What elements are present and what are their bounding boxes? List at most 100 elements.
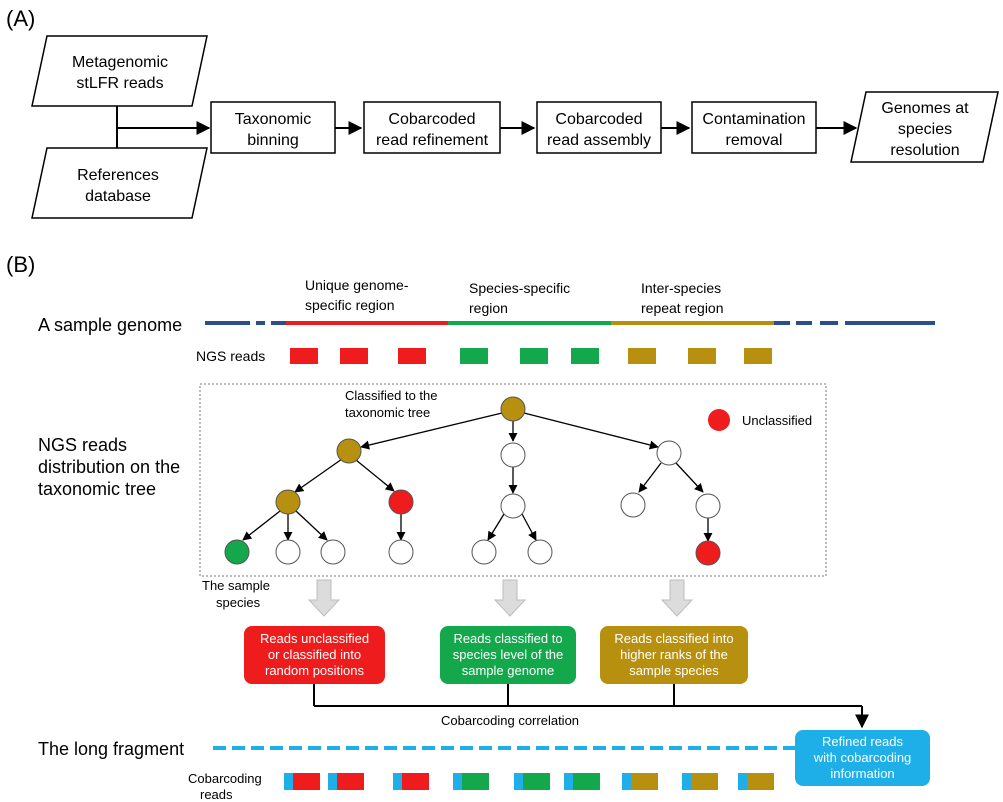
cobarcoding-connector	[313, 684, 869, 729]
ngs-read-gold	[688, 348, 716, 364]
box-green-line3: sample genome	[462, 663, 555, 678]
refined-reads-box	[795, 730, 930, 786]
box-green-line2: species level of the	[453, 647, 564, 662]
ngs-read-green	[520, 348, 548, 364]
sample-genome-label: A sample genome	[38, 315, 182, 335]
tree-node-empty	[471, 539, 497, 565]
panel-a-label: (A)	[6, 6, 35, 31]
tree-nodes	[224, 396, 721, 566]
box-species-level-reads	[440, 626, 576, 684]
cobarcoding-read-green	[573, 773, 600, 790]
ngs-reads-label: NGS reads	[196, 348, 265, 364]
region-unique-line2: specific region	[305, 297, 395, 313]
box-gold-line2: higher ranks of the	[620, 647, 728, 662]
sample-species-line2: species	[216, 595, 261, 610]
ngs-reads-track	[290, 348, 772, 364]
box-unclassified-reads	[244, 626, 385, 684]
box-gold-line3: sample species	[629, 663, 719, 678]
ngs-read-gold	[744, 348, 772, 364]
tree-node-empty	[320, 539, 346, 565]
refined-box-line1: Refined reads	[822, 734, 903, 749]
down-arrow-red	[307, 579, 341, 617]
tree-node-root	[500, 396, 526, 422]
tree-node-empty	[500, 493, 526, 519]
tree-edges	[242, 412, 713, 542]
cobarcoding-reads-line1: Cobarcoding	[188, 771, 262, 786]
region-species-line2: region	[469, 300, 508, 316]
refined-box-line2: with cobarcoding	[813, 750, 912, 765]
region-repeat-line1: Inter-species	[641, 280, 721, 296]
down-arrows	[307, 579, 694, 617]
classified-note-line1: Classified to the	[345, 388, 438, 403]
output-line2: species	[898, 121, 952, 138]
ngs-read-red	[398, 348, 426, 364]
box-red-line1: Reads unclassified	[260, 631, 369, 646]
tree-node-empty	[388, 539, 414, 565]
panel-b-label: (B)	[6, 252, 35, 277]
cobarcoding-read-red	[337, 773, 364, 790]
cobarcoding-read-gold	[747, 773, 774, 790]
cobarcoding-reads-line2: reads	[200, 787, 233, 802]
region-unique-line1: Unique genome-	[305, 277, 409, 293]
input-metagenomic-line1: Metagenomic	[72, 54, 168, 71]
tree-node-gold	[336, 438, 362, 464]
tree-node-green	[224, 539, 250, 565]
cobarcoding-reads-track	[284, 773, 774, 790]
output-line3: resolution	[890, 142, 959, 159]
unclassified-legend-label: Unclassified	[742, 413, 812, 428]
input-references-database	[31, 147, 208, 219]
ngs-read-gold	[628, 348, 656, 364]
input-metagenomic-line2: stLFR reads	[76, 75, 163, 92]
box-green-line1: Reads classified to	[453, 631, 562, 646]
step2-line2: read refinement	[376, 132, 489, 149]
step3-line2: read assembly	[547, 132, 651, 149]
cobarcoding-read-red	[402, 773, 429, 790]
tree-node-red	[695, 540, 721, 566]
region-species-line1: Species-specific	[469, 280, 570, 296]
step-taxonomic-binning	[210, 101, 336, 154]
tree-node-red	[388, 489, 414, 515]
step2-line1: Cobarcoded	[388, 111, 475, 128]
box-gold-line1: Reads classified into	[614, 631, 733, 646]
cobarcoding-read-gold	[691, 773, 718, 790]
output-genomes	[850, 91, 999, 163]
box-red-line2: or classified into	[268, 647, 361, 662]
ngs-read-green	[571, 348, 599, 364]
region-repeat-line2: repeat region	[641, 300, 724, 316]
step4-line1: Contamination	[702, 111, 805, 128]
tree-node-empty	[500, 442, 526, 468]
refined-box-line3: information	[830, 766, 894, 781]
sample-species-line1: The sample	[202, 578, 270, 593]
unclassified-legend-dot	[708, 409, 730, 431]
cobarcoding-read-green	[523, 773, 550, 790]
tree-frame	[199, 383, 827, 577]
tree-node-gold	[275, 489, 301, 515]
cobarcoding-read-gold	[631, 773, 658, 790]
step-contamination-removal	[691, 101, 817, 154]
tree-node-empty	[275, 539, 301, 565]
distribution-label-line1: NGS reads	[38, 435, 127, 455]
box-red-line3: random positions	[265, 663, 364, 678]
cobarcoding-read-red	[293, 773, 320, 790]
down-arrow-gold	[660, 579, 694, 617]
cobarcoding-correlation-label: Cobarcoding correlation	[441, 713, 579, 728]
ngs-read-green	[460, 348, 488, 364]
box-higher-rank-reads	[600, 626, 748, 684]
cobarcoding-read-green	[462, 773, 489, 790]
output-line1: Genomes at	[881, 100, 969, 117]
down-arrow-green	[493, 579, 527, 617]
ngs-read-red	[340, 348, 368, 364]
tree-node-empty	[656, 440, 682, 466]
step1-line2: binning	[247, 132, 299, 149]
step1-line1: Taxonomic	[235, 111, 311, 128]
tree-node-empty	[620, 492, 646, 518]
distribution-label-line2: distribution on the	[38, 457, 180, 477]
input-references-line1: References	[77, 167, 159, 184]
long-fragment-label: The long fragment	[38, 739, 184, 759]
classified-note-line2: taxonomic tree	[345, 405, 430, 420]
ngs-read-red	[290, 348, 318, 364]
tree-node-empty	[527, 539, 553, 565]
input-references-line2: database	[85, 188, 151, 205]
tree-node-empty	[695, 493, 721, 519]
